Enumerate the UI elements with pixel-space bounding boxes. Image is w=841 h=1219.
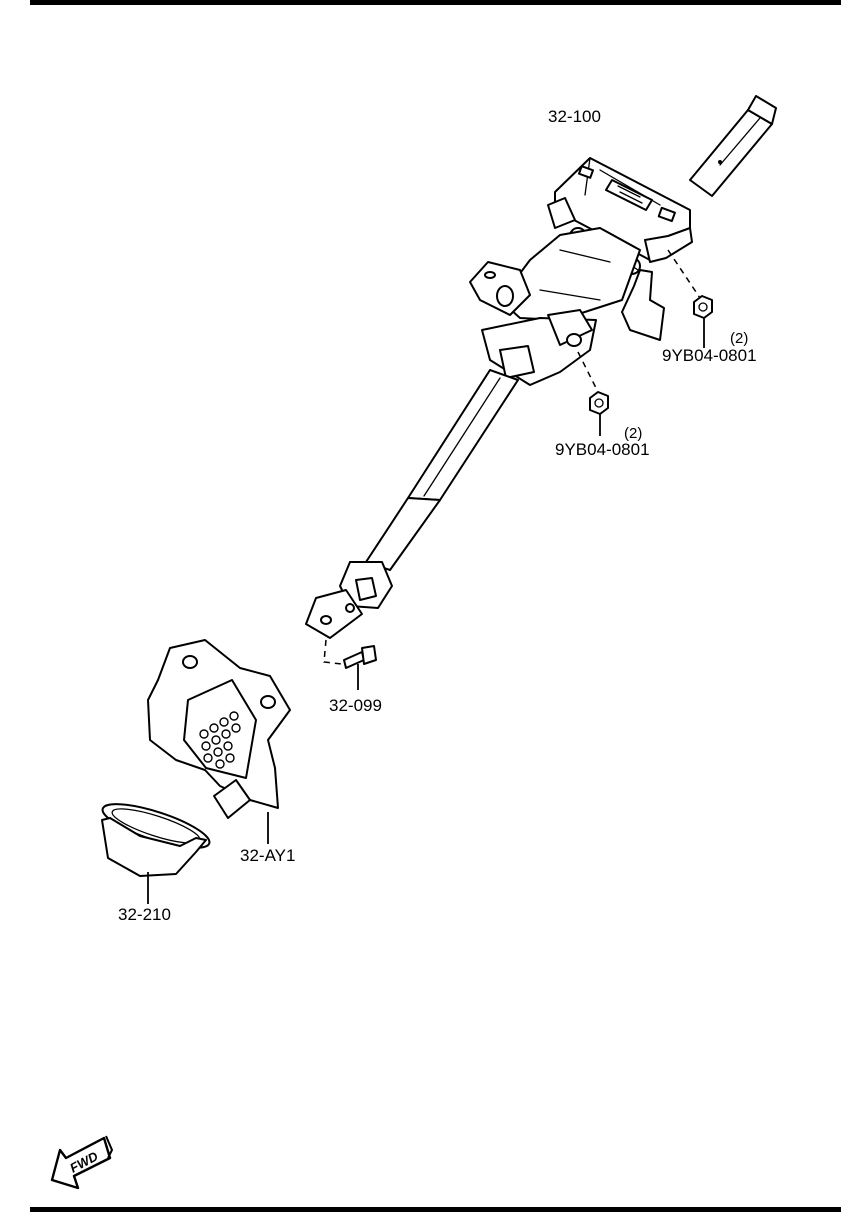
qty-upper-nut: (2) xyxy=(730,330,749,347)
boot-drawing xyxy=(101,803,211,904)
bottom-border-line xyxy=(30,1207,841,1212)
universal-joint-drawing xyxy=(305,561,393,639)
top-border-line xyxy=(30,0,841,5)
qty-lower-nut: (2) xyxy=(624,425,643,442)
nut-lower-drawing xyxy=(577,351,609,436)
callout-9yb04-0801-lower: 9YB04-0801 xyxy=(555,440,650,459)
bolt-drawing xyxy=(323,639,377,690)
joint-assembly-drawing xyxy=(147,639,291,844)
callout-32-ay1: 32-AY1 xyxy=(240,846,296,865)
callout-32-100: 32-100 xyxy=(548,107,601,126)
fwd-arrow-icon xyxy=(50,1135,114,1190)
callout-9yb04-0801-upper: 9YB04-0801 xyxy=(662,346,757,365)
nut-upper-drawing xyxy=(667,249,713,348)
steering-column-drawing xyxy=(365,95,777,571)
callout-32-099: 32-099 xyxy=(329,696,382,715)
callout-32-210: 32-210 xyxy=(118,905,171,924)
